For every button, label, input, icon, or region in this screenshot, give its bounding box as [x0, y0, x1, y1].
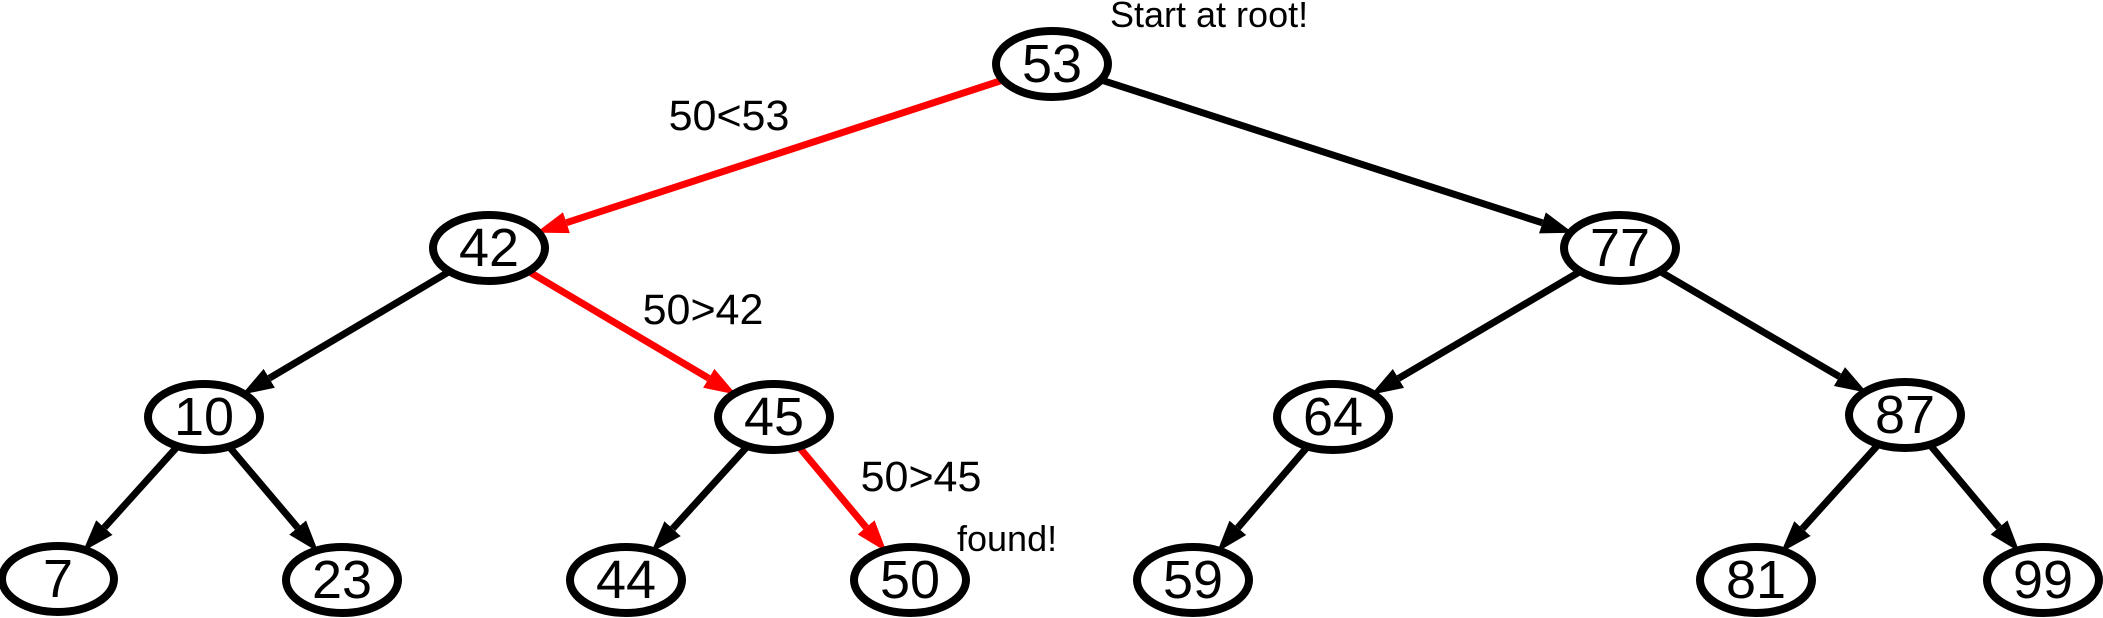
tree-edge-42-10 [241, 268, 452, 395]
tree-nodes: 53 42 77 10 45 64 87 7 23 44 50 59 81 99 [0, 27, 2103, 617]
node-value-label: 64 [1303, 387, 1363, 447]
node-value-label: 99 [2013, 550, 2073, 610]
tree-edge-87-99 [1927, 442, 2020, 552]
tree-node-87: 87 [1845, 378, 1965, 452]
tree-edge-45-44 [651, 443, 751, 553]
tree-node-45: 45 [714, 380, 834, 454]
node-ellipse [1696, 543, 1816, 617]
edge-labels: 50<53 50>42 50>45 [643, 92, 982, 501]
tree-edge-77-64 [1370, 268, 1583, 395]
tree-node-23: 23 [282, 543, 402, 617]
node-value-label: 23 [312, 550, 372, 610]
node-ellipse [0, 542, 118, 616]
node-value-label: 77 [1590, 218, 1650, 278]
node-ellipse [144, 380, 264, 454]
tree-edge-10-7 [82, 443, 181, 552]
node-value-label: 53 [1022, 34, 1082, 94]
tree-node-99: 99 [1983, 543, 2103, 617]
tree-edge-87-81 [1780, 441, 1882, 553]
node-value-label: 81 [1726, 550, 1786, 610]
node-value-label: 45 [744, 387, 804, 447]
tree-node-42: 42 [429, 211, 549, 285]
tree-edge-64-59 [1216, 444, 1311, 553]
edge-label-45-50: 50>45 [861, 453, 982, 501]
edge-label-42-45: 50>42 [643, 286, 764, 334]
node-ellipse [714, 380, 834, 454]
node-ellipse [1983, 543, 2103, 617]
node-ellipse [992, 27, 1112, 101]
node-ellipse [850, 543, 970, 617]
tree-node-50: 50 [850, 543, 970, 617]
tree-edge-53-42 [536, 76, 1005, 234]
tree-edge-45-50 [796, 444, 887, 552]
node-value-label: 7 [43, 549, 73, 609]
tree-node-77: 77 [1560, 211, 1680, 285]
node-value-label: 44 [596, 550, 656, 610]
node-ellipse [1133, 543, 1253, 617]
node-ellipse [1845, 378, 1965, 452]
edge-label-53-42: 50<53 [669, 92, 790, 140]
tree-node-44: 44 [566, 543, 686, 617]
node-ellipse [429, 211, 549, 285]
tree-node-81: 81 [1696, 543, 1816, 617]
tree-node-7: 7 [0, 542, 118, 616]
node-value-label: 50 [880, 550, 940, 610]
tree-node-64: 64 [1273, 380, 1393, 454]
tree-edge-42-45 [526, 268, 737, 395]
node-value-label: 87 [1875, 385, 1935, 445]
annotation-found: found! [957, 518, 1057, 559]
node-value-label: 59 [1163, 550, 1223, 610]
node-value-label: 42 [459, 218, 519, 278]
tree-node-59: 59 [1133, 543, 1253, 617]
tree-edge-53-77 [1099, 76, 1573, 234]
annotation-start-at-root: Start at root! [1110, 0, 1308, 35]
node-ellipse [1273, 380, 1393, 454]
node-ellipse [566, 543, 686, 617]
node-ellipse [282, 543, 402, 617]
node-value-label: 10 [174, 387, 234, 447]
node-ellipse [1560, 211, 1680, 285]
tree-edges [82, 76, 2020, 553]
tree-node-10: 10 [144, 380, 264, 454]
tree-edge-77-87 [1657, 268, 1868, 393]
tree-edge-10-23 [226, 444, 319, 552]
tree-node-53: 53 [992, 27, 1112, 101]
